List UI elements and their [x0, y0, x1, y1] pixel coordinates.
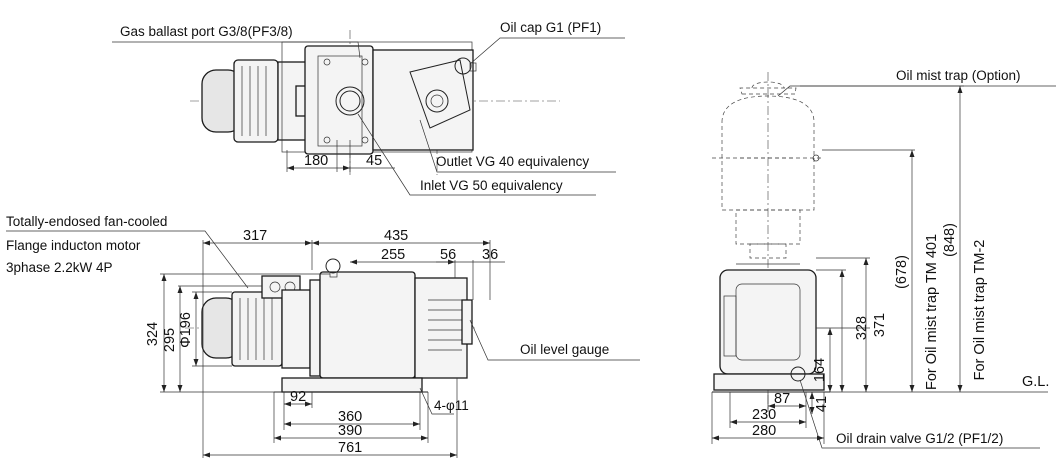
motor-label-3: 3phase 2.2kW 4P [6, 260, 113, 275]
dim-761: 761 [338, 440, 362, 456]
top-view: 180 45 Gas ballast port G3/8(PF3/8) Oil … [112, 20, 625, 196]
dim-317: 317 [243, 228, 267, 244]
dim-92: 92 [290, 389, 306, 405]
gas-ballast-label: Gas ballast port G3/8(PF3/8) [120, 24, 293, 39]
mist-trap-label: Oil mist trap (Option) [896, 68, 1021, 83]
inlet-label: Inlet VG 50 equivalency [420, 178, 563, 193]
dim-255: 255 [381, 247, 405, 263]
dim-360: 360 [338, 409, 362, 425]
tm2-label: For Oil mist trap TM-2 [972, 240, 988, 381]
dim-45: 45 [366, 153, 382, 169]
motor-label-1: Totally-endosed fan-cooled [6, 214, 167, 229]
dim-56: 56 [440, 247, 456, 263]
front-view: Totally-endosed fan-cooled Flange induct… [6, 214, 640, 458]
oil-cap-label: Oil cap G1 (PF1) [500, 20, 601, 35]
dim-280: 280 [752, 423, 776, 439]
dim-435: 435 [384, 228, 408, 244]
dim-678: (678) [894, 255, 910, 289]
dim-328: 328 [854, 316, 870, 340]
dim-848: (848) [942, 223, 958, 257]
dim-196: Φ196 [178, 312, 194, 348]
tm401-label: For Oil mist trap TM 401 [924, 234, 940, 390]
oil-level-label: Oil level gauge [520, 342, 609, 357]
dim-295: 295 [162, 328, 178, 352]
dim-230: 230 [752, 407, 776, 423]
dim-324: 324 [145, 322, 161, 346]
dim-87: 87 [774, 391, 790, 407]
dim-36: 36 [482, 247, 498, 263]
dim-41: 41 [814, 396, 830, 412]
holes-label: 4-φ11 [434, 398, 469, 413]
dim-371: 371 [872, 313, 888, 337]
side-view: Oil mist trap (Option) Oil drain valve G… [711, 68, 1056, 449]
outlet-label: Outlet VG 40 equivalency [436, 154, 589, 169]
dim-180: 180 [304, 153, 328, 169]
motor-label-2: Flange inducton motor [6, 238, 141, 253]
dim-390: 390 [338, 423, 362, 439]
drain-label: Oil drain valve G1/2 (PF1/2) [836, 431, 1003, 446]
gl-label: G.L. [1022, 374, 1049, 390]
dim-164: 164 [812, 358, 828, 382]
